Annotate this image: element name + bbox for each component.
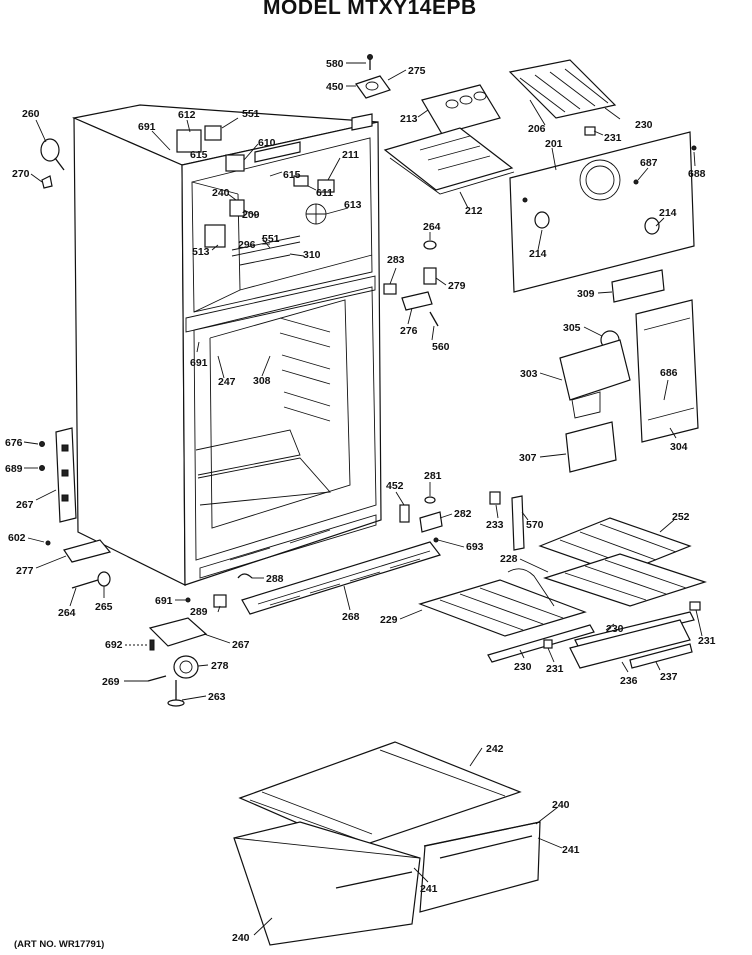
part-label-267: 267 (16, 499, 34, 511)
part-label-686: 686 (660, 367, 678, 379)
part-label-279: 279 (448, 280, 466, 292)
part-label-615-b: 615 (283, 169, 301, 181)
part-label-303: 303 (520, 368, 538, 380)
part-label-265: 265 (95, 601, 113, 613)
part-label-551: 551 (242, 108, 260, 120)
refrigerator-cabinet (55, 104, 382, 586)
part-label-214: 214 (529, 248, 547, 260)
door-components (559, 299, 699, 473)
part-label-240-b: 240 (552, 799, 570, 811)
part-label-688: 688 (688, 168, 706, 180)
part-label-231-c: 231 (546, 663, 564, 675)
part-label-691-b: 691 (190, 357, 208, 369)
part-label-288: 288 (266, 573, 284, 585)
part-label-230-b: 230 (606, 623, 624, 635)
part-label-241: 241 (562, 844, 580, 856)
freezer-parts-group (355, 54, 617, 327)
part-label-693: 693 (466, 541, 484, 553)
part-label-611: 611 (316, 187, 333, 199)
fresh-food-shelves (399, 491, 707, 669)
part-label-233: 233 (486, 519, 504, 531)
part-label-692: 692 (105, 639, 123, 651)
part-label-551-b: 551 (262, 233, 280, 245)
part-label-228: 228 (500, 553, 518, 565)
part-label-309: 309 (577, 288, 595, 300)
part-label-201: 201 (545, 138, 563, 150)
part-label-269: 269 (102, 676, 120, 688)
part-label-450: 450 (326, 81, 344, 93)
part-label-214-b: 214 (659, 207, 677, 219)
part-label-305: 305 (563, 322, 581, 334)
part-label-209: 209 (242, 209, 260, 221)
part-label-580: 580 (326, 58, 344, 70)
part-label-282: 282 (454, 508, 472, 520)
part-label-612: 612 (178, 109, 196, 121)
art-number-caption: (ART NO. WR17791) (14, 939, 105, 950)
part-label-242: 242 (486, 743, 504, 755)
part-label-276: 276 (400, 325, 418, 337)
part-label-278: 278 (211, 660, 229, 672)
part-label-615: 615 (190, 149, 208, 161)
part-label-230-c: 230 (514, 661, 532, 673)
part-label-304: 304 (670, 441, 688, 453)
part-label-206: 206 (528, 123, 546, 135)
part-label-231: 231 (604, 132, 622, 144)
part-label-236: 236 (620, 675, 638, 687)
crisper-assembly (233, 741, 541, 946)
part-label-296: 296 (238, 239, 256, 251)
freezer-rear-panel (509, 131, 697, 303)
part-number-labels: 580 450 275 213 206 231 230 201 687 688 … (5, 58, 716, 944)
model-title: MODEL MTXY14EPB (263, 0, 477, 19)
part-label-570: 570 (526, 519, 544, 531)
part-label-267-b: 267 (232, 639, 250, 651)
part-label-310: 310 (303, 249, 321, 261)
part-label-213: 213 (400, 113, 418, 125)
part-label-231-b: 231 (698, 635, 716, 647)
part-label-676: 676 (5, 437, 23, 449)
leader-lines (23, 62, 703, 936)
part-label-602: 602 (8, 532, 26, 544)
part-label-691: 691 (138, 121, 156, 133)
part-label-307: 307 (519, 452, 537, 464)
part-label-689: 689 (5, 463, 23, 475)
part-label-263: 263 (208, 691, 226, 703)
part-label-260: 260 (22, 108, 40, 120)
toe-grille (241, 541, 442, 615)
part-label-268: 268 (342, 611, 360, 623)
part-label-275: 275 (408, 65, 426, 77)
part-label-237: 237 (660, 671, 678, 683)
part-label-229: 229 (380, 614, 398, 626)
part-label-240-c: 240 (232, 932, 250, 944)
part-label-613: 613 (344, 199, 362, 211)
part-label-513: 513 (192, 246, 210, 258)
part-label-283: 283 (387, 254, 405, 266)
part-label-560: 560 (432, 341, 450, 353)
part-label-211: 211 (342, 149, 359, 161)
part-label-240: 240 (212, 187, 230, 199)
part-label-308: 308 (253, 375, 271, 387)
part-label-610: 610 (258, 137, 276, 149)
part-label-241-b: 241 (420, 883, 438, 895)
part-label-687: 687 (640, 157, 658, 169)
part-label-264: 264 (423, 221, 441, 233)
part-label-452: 452 (386, 480, 404, 492)
part-label-691-c: 691 (155, 595, 173, 607)
part-label-230: 230 (635, 119, 653, 131)
part-label-277: 277 (16, 565, 34, 577)
part-label-264-b: 264 (58, 607, 76, 619)
part-label-270: 270 (12, 168, 30, 180)
part-label-212: 212 (465, 205, 483, 217)
part-label-289: 289 (190, 606, 208, 618)
part-label-281: 281 (424, 470, 442, 482)
part-label-252: 252 (672, 511, 690, 523)
part-label-247: 247 (218, 376, 236, 388)
